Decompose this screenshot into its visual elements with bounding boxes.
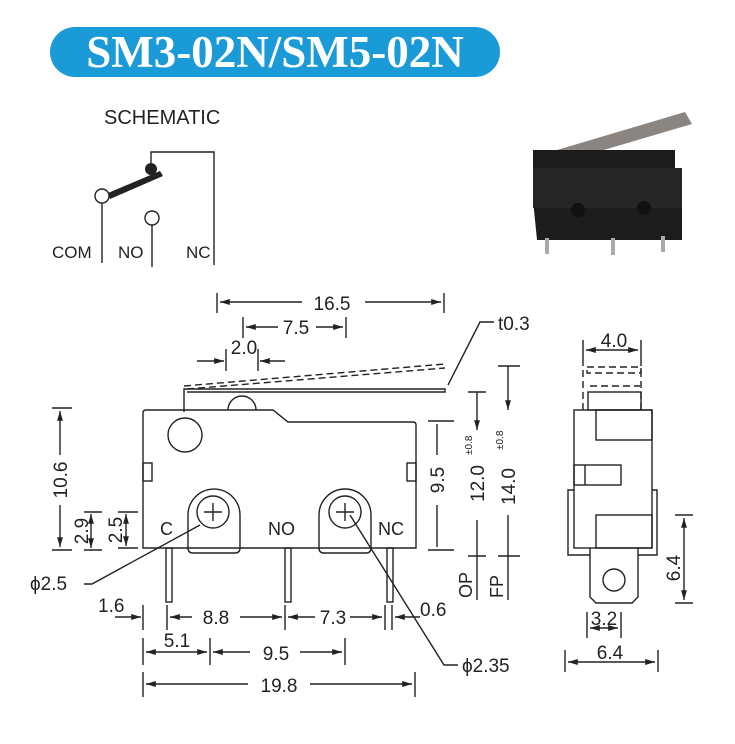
- dim-op-tol: ±0.8: [464, 435, 475, 455]
- terminal-label-nc: NC: [378, 519, 404, 539]
- side-view: 4.0 6.4 3.2 6.4: [564, 331, 693, 672]
- schematic-label-com: COM: [52, 243, 92, 262]
- dim-9-5-height: 9.5: [428, 467, 449, 493]
- dim-2-5: 2.5: [106, 517, 127, 543]
- dim-hole-c: ϕ2.5: [30, 574, 67, 595]
- dim-side-3-2: 3.2: [591, 609, 617, 630]
- dim-0-6: 0.6: [420, 600, 446, 621]
- dim-op: 12.0: [468, 465, 489, 502]
- terminal-label-no: NO: [268, 519, 295, 539]
- switch-lever-icon: [108, 171, 163, 199]
- dim-side-4-0: 4.0: [601, 331, 627, 352]
- dim-fp-tol: ±0.8: [495, 430, 506, 450]
- dim-8-8: 8.8: [203, 608, 229, 629]
- dim-hole-nc: ϕ2.35: [462, 656, 510, 677]
- dim-2-0: 2.0: [231, 338, 257, 359]
- dim-2-9: 2.9: [72, 518, 93, 544]
- mounting-hole: [167, 417, 203, 453]
- label-fp: FP: [487, 575, 507, 598]
- dim-7-3: 7.3: [320, 608, 346, 629]
- terminal-screw-nc: [328, 495, 362, 529]
- dim-1-6: 1.6: [98, 596, 124, 617]
- dim-10-6: 10.6: [51, 462, 72, 499]
- schematic-label-no: NO: [118, 243, 144, 262]
- schematic-heading: SCHEMATIC: [104, 107, 220, 129]
- dim-side-6-4-vertical: 6.4: [664, 554, 685, 581]
- dim-7-5: 7.5: [283, 318, 309, 339]
- title-banner: SM3-02N/SM5-02N: [50, 27, 500, 77]
- product-photo: [533, 112, 692, 255]
- dim-16-5: 16.5: [314, 294, 351, 315]
- terminal-screw-c: [196, 495, 230, 529]
- tab-hole: [602, 568, 626, 592]
- com-contact-icon: [94, 188, 110, 204]
- label-op: OP: [456, 572, 476, 598]
- front-view: C NO NC 16.5 7.5 2.0 t0.3 10.6 2.9 2.5 9…: [30, 293, 530, 697]
- dim-9-5-pins: 9.5: [263, 644, 289, 665]
- dim-5-1: 5.1: [164, 631, 190, 652]
- dim-thickness: t0.3: [498, 314, 530, 335]
- title-pill: [50, 27, 500, 77]
- title-text: SM3-02N/SM5-02N: [86, 27, 463, 77]
- terminal-label-c: C: [160, 519, 173, 539]
- dim-fp: 14.0: [499, 468, 520, 505]
- schematic: SCHEMATIC COM NO NC: [52, 107, 220, 267]
- lever: [183, 388, 446, 412]
- dim-side-6-4-width: 6.4: [597, 643, 624, 664]
- no-contact-icon: [144, 210, 160, 226]
- schematic-label-nc: NC: [186, 243, 211, 262]
- dim-19-8: 19.8: [261, 676, 298, 697]
